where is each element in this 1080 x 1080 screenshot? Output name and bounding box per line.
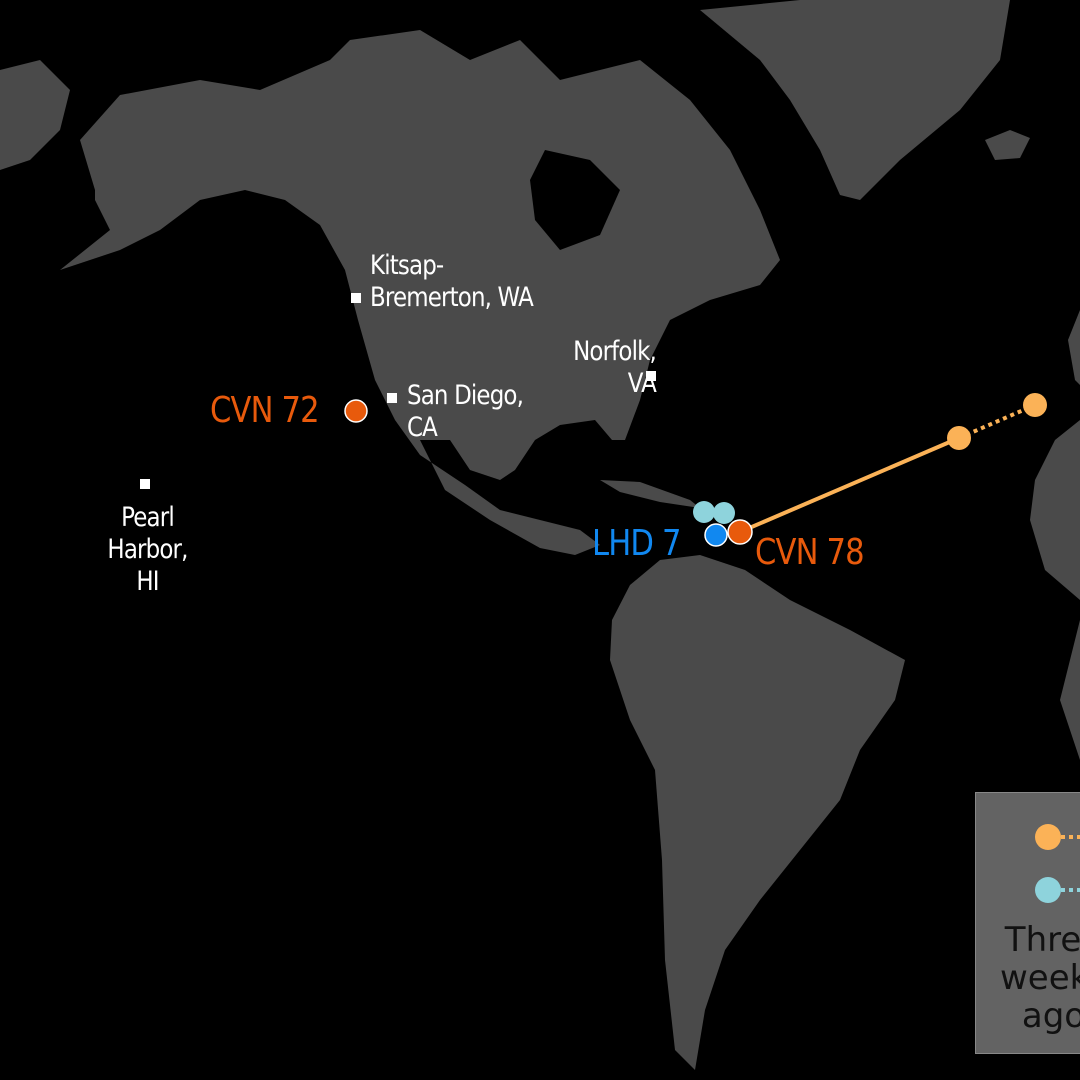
port-label-line: San Diego, <box>407 380 524 411</box>
port-marker-norfolk <box>646 371 656 381</box>
land-north-america <box>60 30 780 555</box>
land-greenland <box>700 0 1010 200</box>
land-siberia <box>0 60 70 170</box>
cvn78-past-position-marker <box>947 426 971 450</box>
land-cuba <box>600 480 700 508</box>
port-label-line: Harbor, <box>107 534 188 565</box>
port-label-norfolk: Norfolk, VA <box>558 336 657 400</box>
legend-symbols <box>1035 824 1080 903</box>
land-south-america <box>610 555 905 1070</box>
cvn78-track-line <box>739 436 960 534</box>
orange-track-dot-icon <box>1035 824 1061 850</box>
port-marker-kitsap <box>351 293 361 303</box>
legend-text: Three weeks ago <box>999 920 1080 1036</box>
land-iceland <box>985 130 1030 160</box>
land-africa <box>1030 420 1080 600</box>
lhd7-past-position-marker <box>693 501 715 523</box>
port-label-pearl-harbor: Pearl Harbor, HI <box>94 502 200 598</box>
lhd7-position-marker[interactable] <box>704 523 728 547</box>
cvn78-track-dotted-line <box>958 403 1036 440</box>
port-label-line: Norfolk, <box>573 336 657 367</box>
port-marker-pearl-harbor <box>140 479 150 489</box>
port-label-line: Bremerton, WA <box>370 282 534 313</box>
cvn78-past-position-marker <box>1023 393 1047 417</box>
port-label-line: VA <box>627 368 657 399</box>
port-label-line: Kitsap- <box>370 250 444 281</box>
hudson-bay <box>530 150 620 250</box>
ship-label-cvn72: CVN 72 <box>210 390 320 431</box>
ship-label-lhd7: LHD 7 <box>592 523 681 564</box>
lhd7-past-position-marker <box>713 502 735 524</box>
port-label-line: Pearl <box>121 502 175 533</box>
port-label-line: CA <box>407 412 438 443</box>
cvn78-position-marker[interactable] <box>727 519 753 545</box>
land-europe <box>1068 310 1080 385</box>
port-label-san-diego: San Diego, CA <box>407 380 524 444</box>
ship-label-cvn78: CVN 78 <box>755 532 865 573</box>
port-marker-san-diego <box>387 393 397 403</box>
port-label-kitsap: Kitsap- Bremerton, WA <box>370 250 534 314</box>
legend: Three weeks ago <box>975 792 1080 1054</box>
port-label-line: HI <box>136 566 159 597</box>
teal-track-dot-icon <box>1035 877 1061 903</box>
cvn72-position-marker[interactable] <box>344 399 368 423</box>
land-southern-africa <box>1060 620 1080 760</box>
